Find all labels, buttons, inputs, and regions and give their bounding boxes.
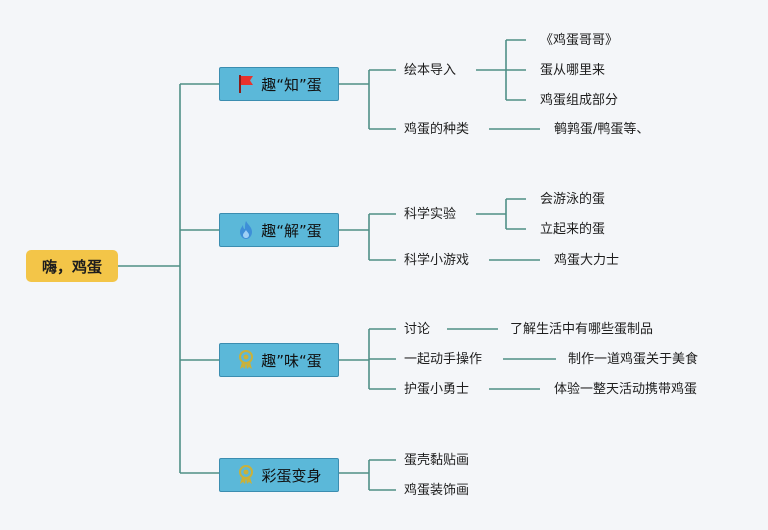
sub-node[interactable]: 鸡蛋装饰画 <box>404 483 470 498</box>
leaf-node[interactable]: 蛋从哪里来 <box>540 63 606 78</box>
branch-label: 彩蛋变身 <box>261 466 322 485</box>
sub-node[interactable]: 讨论 <box>404 322 431 337</box>
sub-node[interactable]: 蛋壳黏贴画 <box>404 453 470 468</box>
branch-node-jie[interactable]: 趣“解”蛋 <box>219 213 339 247</box>
leaf-node[interactable]: 《鸡蛋哥哥》 <box>540 33 619 48</box>
branch-label: 趣“知”蛋 <box>261 75 322 94</box>
leaf-node[interactable]: 鹌鹑蛋/鸭蛋等、 <box>554 122 650 137</box>
root-node[interactable]: 嗨，鸡蛋 <box>26 250 118 282</box>
sub-node[interactable]: 科学实验 <box>404 207 457 222</box>
branch-node-wei[interactable]: 趣”味“蛋 <box>219 343 339 377</box>
leaf-node[interactable]: 会游泳的蛋 <box>540 192 606 207</box>
branch-label: 趣“解”蛋 <box>261 221 322 240</box>
sub-node[interactable]: 一起动手操作 <box>404 352 483 367</box>
leaf-node[interactable]: 鸡蛋大力士 <box>554 253 620 268</box>
red-flag-icon <box>236 74 256 94</box>
leaf-node[interactable]: 鸡蛋组成部分 <box>540 93 619 108</box>
sub-node[interactable]: 绘本导入 <box>404 63 457 78</box>
root-label: 嗨，鸡蛋 <box>41 257 102 276</box>
award-ribbon-icon <box>236 350 256 370</box>
leaf-node[interactable]: 立起来的蛋 <box>540 222 606 237</box>
leaf-node[interactable]: 制作一道鸡蛋关于美食 <box>568 352 699 367</box>
fire-icon <box>236 220 256 240</box>
sub-node[interactable]: 科学小游戏 <box>404 253 470 268</box>
sub-node[interactable]: 护蛋小勇士 <box>404 382 470 397</box>
sub-node[interactable]: 鸡蛋的种类 <box>404 122 470 137</box>
branch-node-zhi[interactable]: 趣“知”蛋 <box>219 67 339 101</box>
leaf-node[interactable]: 体验一整天活动携带鸡蛋 <box>554 382 698 397</box>
branch-node-caidan[interactable]: 彩蛋变身 <box>219 458 339 492</box>
branch-label: 趣”味“蛋 <box>261 351 322 370</box>
leaf-node[interactable]: 了解生活中有哪些蛋制品 <box>510 322 654 337</box>
award-ribbon-icon <box>236 465 256 485</box>
